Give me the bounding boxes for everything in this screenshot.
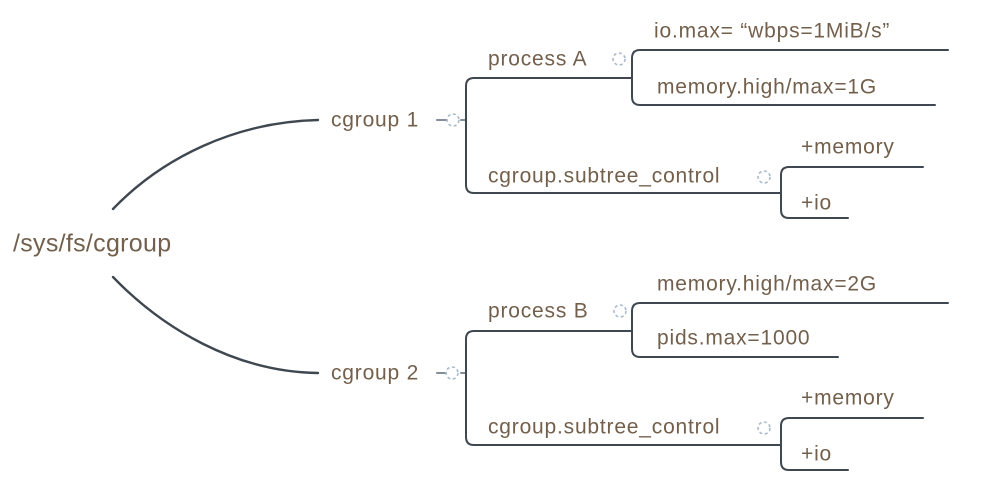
- collapse-toggle-icon[interactable]: [446, 113, 460, 127]
- node-memory-high-max-2g[interactable]: memory.high/max=2G: [657, 272, 878, 296]
- node-cgroup-1[interactable]: cgroup 1: [331, 108, 420, 132]
- branch-curve-cgroup-2: [111, 275, 320, 375]
- bracket-cgroup-2-children: [465, 330, 782, 446]
- collapse-toggle-icon[interactable]: [445, 366, 459, 380]
- node-memory-high-max-1g[interactable]: memory.high/max=1G: [657, 75, 878, 99]
- root-node-label[interactable]: /sys/fs/cgroup: [13, 229, 172, 258]
- node-plus-io-bottom[interactable]: +io: [801, 442, 833, 466]
- bracket-subtree-top-children: [780, 166, 924, 219]
- node-pids-max[interactable]: pids.max=1000: [657, 326, 811, 350]
- bracket-subtree-bottom-children: [780, 417, 924, 471]
- collapse-toggle-icon[interactable]: [757, 170, 771, 184]
- bracket-cgroup-1-children: [465, 77, 782, 194]
- branch-curve-cgroup-1: [111, 118, 320, 211]
- collapse-toggle-icon[interactable]: [613, 304, 627, 318]
- node-plus-memory-top[interactable]: +memory: [801, 135, 895, 159]
- node-plus-io-top[interactable]: +io: [801, 191, 833, 215]
- node-subtree-control-bottom[interactable]: cgroup.subtree_control: [488, 415, 721, 439]
- collapse-toggle-icon[interactable]: [757, 421, 771, 435]
- node-subtree-control-top[interactable]: cgroup.subtree_control: [488, 164, 721, 188]
- node-io-max[interactable]: io.max= “wbps=1MiB/s”: [654, 19, 891, 43]
- node-process-a[interactable]: process A: [488, 47, 588, 71]
- collapse-toggle-icon[interactable]: [612, 52, 626, 66]
- node-plus-memory-bottom[interactable]: +memory: [801, 386, 895, 410]
- node-process-b[interactable]: process B: [488, 299, 589, 323]
- bracket-process-b-children: [631, 302, 949, 358]
- bracket-process-a-children: [631, 49, 949, 106]
- node-cgroup-2[interactable]: cgroup 2: [331, 361, 420, 385]
